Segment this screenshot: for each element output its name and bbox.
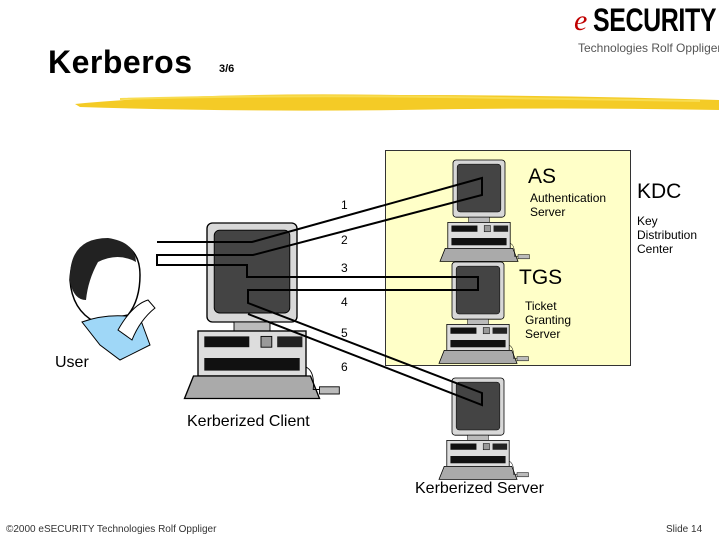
server-label: Kerberized Server: [415, 480, 544, 497]
footer-copyright: ©2000 eSECURITY Technologies Rolf Opplig…: [6, 524, 217, 535]
user-label: User: [55, 354, 89, 371]
footer-slide-number: Slide 14: [666, 524, 703, 535]
client-label: Kerberized Client: [187, 413, 310, 430]
as-subtitle: Authentication Server: [530, 191, 607, 219]
step-2: 2: [341, 233, 348, 247]
kdc-title: KDC: [637, 180, 682, 203]
user-figure: [69, 238, 156, 361]
step-4: 4: [341, 295, 348, 309]
kdc-subtitle: Key Distribution Center: [637, 214, 698, 256]
message-flow-lines: [156, 176, 483, 407]
step-5: 5: [341, 326, 348, 340]
page-title: Kerberos: [48, 44, 193, 80]
page-counter: 3/6: [219, 63, 235, 75]
logo-brand: SECURITY: [593, 2, 717, 38]
tgs-subtitle: Ticket Granting Server: [525, 299, 572, 341]
step-6: 6: [341, 360, 348, 374]
step-1: 1: [341, 198, 348, 212]
client-computer: [183, 222, 340, 400]
logo-subtitle: Technologies Rolf Oppliger: [578, 41, 719, 55]
logo-e: e: [574, 4, 588, 37]
server-computer: [438, 377, 529, 480]
as-title: AS: [528, 165, 557, 188]
step-3: 3: [341, 261, 348, 275]
tgs-title: TGS: [519, 266, 563, 289]
as-computer: [439, 159, 530, 262]
